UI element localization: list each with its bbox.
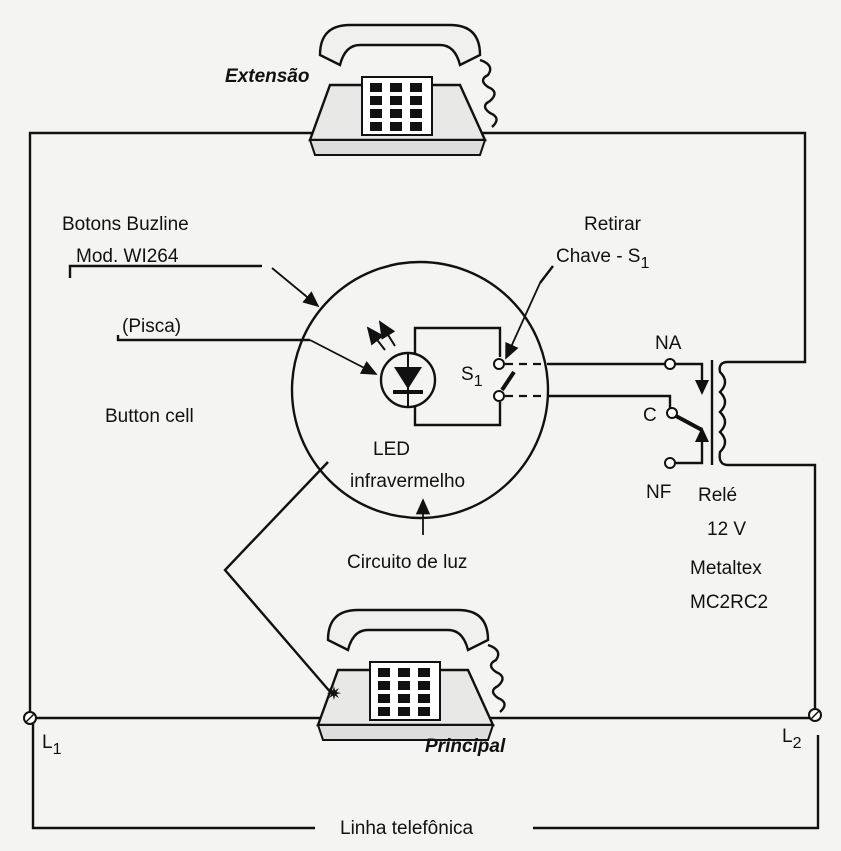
s1-label: S1 bbox=[461, 364, 483, 390]
l2-label: L2 bbox=[782, 726, 802, 752]
main-phone-label: Principal bbox=[425, 736, 506, 757]
relay-voltage-label: 12 V bbox=[707, 519, 746, 540]
extension-phone-icon bbox=[308, 23, 498, 157]
nf-label: NF bbox=[646, 482, 671, 503]
light-circuit-label: Circuito de luz bbox=[347, 552, 467, 573]
led-icon bbox=[366, 320, 437, 409]
switch-s1-icon bbox=[493, 358, 516, 402]
wires bbox=[28, 131, 820, 830]
relay-model-label: MC2RC2 bbox=[690, 592, 768, 613]
relay-label: Relé bbox=[698, 485, 737, 506]
phone-line-label: Linha telefônica bbox=[340, 818, 474, 839]
button-cell-label: Button cell bbox=[105, 406, 194, 427]
relay-icon bbox=[664, 358, 729, 469]
c-label: C bbox=[643, 405, 657, 426]
relay-brand-label: Metaltex bbox=[690, 558, 762, 579]
button-brand-label: Botons Buzline bbox=[62, 214, 189, 235]
extension-label: Extensão bbox=[225, 66, 309, 87]
remove-label: Retirar bbox=[584, 214, 642, 235]
infrared-label: infravermelho bbox=[350, 471, 465, 492]
blink-label: (Pisca) bbox=[122, 316, 181, 337]
switch-label: Chave - S1 bbox=[556, 246, 649, 272]
connection-star-icon: ✷ bbox=[326, 684, 342, 705]
button-cell-circle bbox=[290, 260, 550, 520]
led-label: LED bbox=[373, 439, 410, 460]
main-phone-icon bbox=[316, 608, 506, 742]
button-model-label: Mod. WI264 bbox=[76, 246, 179, 267]
l1-label: L1 bbox=[42, 732, 62, 758]
na-label: NA bbox=[655, 333, 682, 354]
